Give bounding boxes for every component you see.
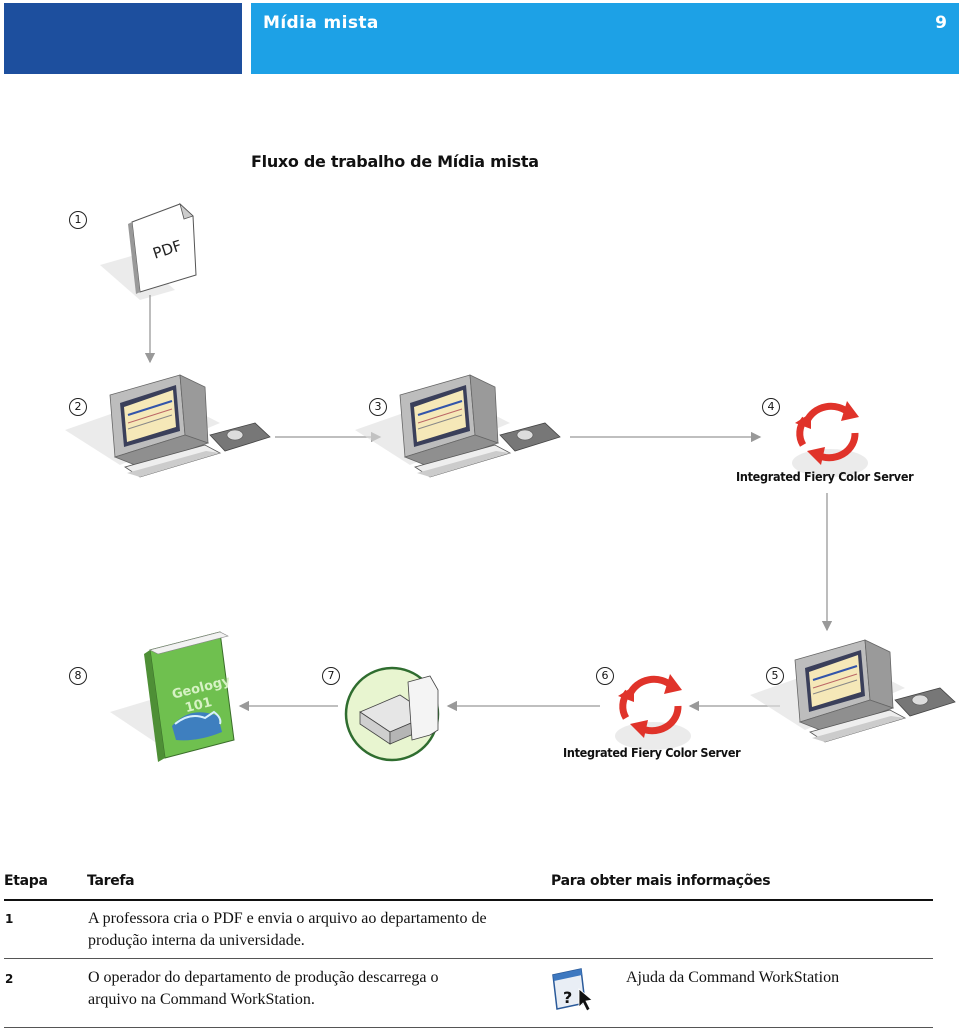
col-header-step: Etapa xyxy=(4,873,48,889)
server-cycle-icon-4 xyxy=(792,401,868,477)
step-badge-5: 5 xyxy=(766,667,784,685)
book-icon: Geology 101 xyxy=(110,631,235,762)
step-badge-3: 3 xyxy=(369,398,387,416)
workflow-diagram: PDF Geology 101 xyxy=(64,202,956,762)
server-label-bottom: Integrated Fiery Color Server xyxy=(563,745,741,760)
printer-icon xyxy=(344,666,440,762)
svg-text:?: ? xyxy=(563,988,572,1007)
step-badge-1: 1 xyxy=(69,211,87,229)
page-number: 9 xyxy=(935,13,947,33)
header-left-block xyxy=(4,3,242,74)
server-label-top: Integrated Fiery Color Server xyxy=(736,469,914,484)
table-bottom-rule xyxy=(4,1027,933,1028)
step-badge-7: 7 xyxy=(322,667,340,685)
header-bar: Mídia mista 9 xyxy=(251,3,959,74)
pdf-document-icon: PDF xyxy=(100,202,197,300)
step-badge-2: 2 xyxy=(69,398,87,416)
table-row-rule xyxy=(4,958,933,959)
help-icon: ? xyxy=(552,968,593,1012)
row-1-task-line1: A professora cria o PDF e envia o arquiv… xyxy=(88,910,487,927)
server-cycle-icon-6 xyxy=(615,674,691,750)
row-2-info: Ajuda da Command WorkStation xyxy=(626,969,840,986)
row-2-task-line1: O operador do departamento de produção d… xyxy=(88,969,439,986)
step-badge-8: 8 xyxy=(69,667,87,685)
figure-title: Fluxo de trabalho de Mídia mista xyxy=(251,152,539,171)
col-header-task: Tarefa xyxy=(87,873,135,889)
section-title: Mídia mista xyxy=(263,13,379,33)
row-2-task-line2: arquivo na Command WorkStation. xyxy=(88,991,315,1008)
table-header-rule xyxy=(4,899,933,901)
computer-icon-5 xyxy=(749,639,956,743)
col-header-info: Para obter mais informações xyxy=(551,873,771,889)
step-badge-6: 6 xyxy=(596,667,614,685)
row-1-task-line2: produção interna da universidade. xyxy=(88,932,305,949)
computer-icon-2 xyxy=(64,374,271,478)
row-1-step: 1 xyxy=(5,912,14,926)
computer-icon-3 xyxy=(354,374,561,478)
step-badge-4: 4 xyxy=(762,398,780,416)
book-title-line2: 101 xyxy=(184,695,214,716)
row-2-step: 2 xyxy=(5,972,14,986)
